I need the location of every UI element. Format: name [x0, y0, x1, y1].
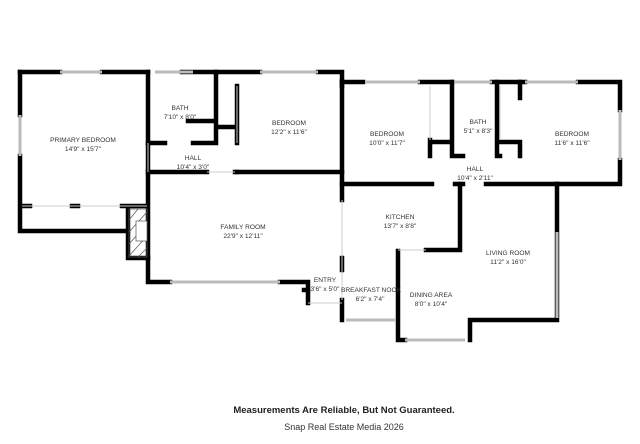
room-name: FAMILY ROOM: [220, 224, 265, 231]
room-name: DINING AREA: [410, 292, 453, 299]
disclaimer-text: Measurements Are Reliable, But Not Guara…: [233, 405, 454, 416]
room-name: HALL: [467, 166, 484, 173]
room-dimensions: 7'10" x 8'0": [164, 114, 197, 121]
room-dimensions: 22'9" x 12'11": [223, 233, 263, 240]
room-dimensions: 13'7" x 8'8": [384, 223, 417, 230]
room-label-entry: ENTRY 3'6" x 5'0": [311, 277, 340, 293]
room-name: BEDROOM: [272, 120, 306, 127]
room-dimensions: 10'4" x 2'11": [457, 175, 493, 182]
room-label-family-room: FAMILY ROOM 22'9" x 12'11": [220, 224, 265, 240]
windows: [18, 70, 622, 342]
room-name: BEDROOM: [370, 131, 404, 138]
room-label-bedroom-3: BEDROOM 11'6" x 11'6": [554, 131, 590, 147]
room-name: HALL: [185, 155, 202, 162]
room-dimensions: 11'6" x 11'6": [554, 140, 590, 147]
room-label-bedroom-2: BEDROOM 10'0" x 11'7": [369, 131, 405, 147]
room-dimensions: 6'2" x 7'4": [356, 296, 385, 303]
room-name: ENTRY: [314, 277, 337, 284]
room-name: BATH: [469, 119, 486, 126]
room-dimensions: 11'2" x 16'0": [490, 259, 526, 266]
room-dimensions: 10'0" x 11'7": [369, 140, 405, 147]
room-label-hall-1: HALL 10'4" x 3'0": [177, 155, 210, 171]
room-name: KITCHEN: [386, 214, 415, 221]
room-label-primary-bedroom: PRIMARY BEDROOM 14'9" x 15'7": [50, 137, 116, 153]
room-name: BEDROOM: [555, 131, 589, 138]
room-label-bedroom-1: BEDROOM 12'2" x 11'6": [271, 120, 307, 136]
room-dimensions: 12'2" x 11'6": [271, 129, 307, 136]
room-dimensions: 10'4" x 3'0": [177, 164, 210, 171]
room-name: PRIMARY BEDROOM: [50, 137, 116, 144]
room-label-breakfast-nook: BREAKFAST NOOK 6'2" x 7'4": [341, 287, 402, 303]
room-name: BATH: [171, 105, 188, 112]
room-dimensions: 8'0" x 10'4": [415, 301, 448, 308]
room-dimensions: 5'1" x 8'3": [464, 128, 493, 135]
room-label-bath-2: BATH 5'1" x 8'3": [464, 119, 493, 135]
room-dimensions: 3'6" x 5'0": [311, 286, 340, 293]
room-name: BREAKFAST NOOK: [341, 287, 402, 294]
room-label-dining-area: DINING AREA 8'0" x 10'4": [410, 292, 453, 308]
openings: [22, 86, 501, 304]
room-label-living-room: LIVING ROOM 11'2" x 16'0": [486, 250, 530, 266]
credit-text: Snap Real Estate Media 2026: [284, 422, 404, 432]
room-label-bath-1: BATH 7'10" x 8'0": [164, 105, 197, 121]
room-label-hall-2: HALL 10'4" x 2'11": [457, 166, 493, 182]
room-name: LIVING ROOM: [486, 250, 530, 257]
fireplace: [128, 208, 148, 258]
room-label-kitchen: KITCHEN 13'7" x 8'8": [384, 214, 417, 230]
room-dimensions: 14'9" x 15'7": [65, 146, 102, 153]
